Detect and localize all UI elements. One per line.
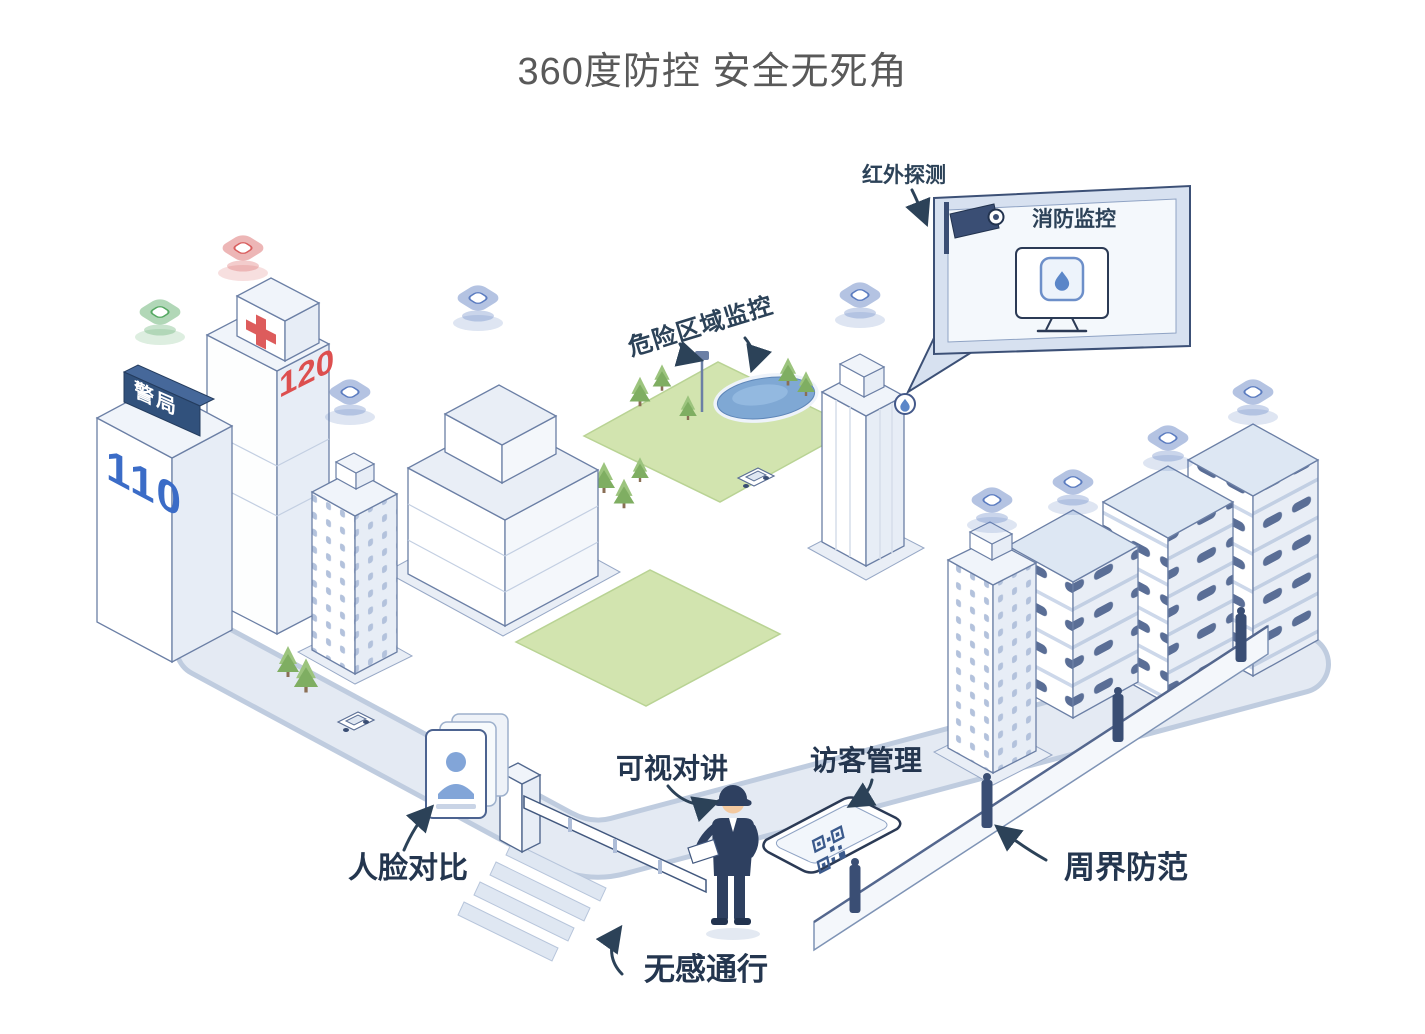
- sensor-marker-icon: [1141, 422, 1195, 473]
- sensor-marker-icon: [216, 232, 270, 283]
- portrait-icon: [436, 752, 476, 809]
- perimeter-fence: [813, 607, 1269, 952]
- guard-hat: [714, 785, 752, 806]
- label-video-intercom: 可视对讲: [616, 753, 728, 784]
- pond: [713, 373, 819, 423]
- security-guard: [687, 785, 760, 940]
- page-title: 360度防控 安全无死角: [517, 51, 908, 93]
- gate-barrier: [498, 762, 707, 894]
- face-id-card: [425, 713, 509, 819]
- tree-icon: [613, 478, 635, 509]
- residential-tower-left: [296, 452, 414, 685]
- water-drop-icon: [1054, 271, 1070, 291]
- office-block: [384, 384, 622, 637]
- park: [582, 351, 856, 503]
- fence-post: [981, 773, 993, 828]
- tree-icon: [652, 364, 672, 391]
- arrow: [743, 336, 772, 374]
- police-station-building: 警局 110: [95, 364, 234, 664]
- sensor-marker-icon: [833, 279, 887, 330]
- fence-post: [1112, 687, 1124, 742]
- sensor-marker-icon: [133, 296, 187, 347]
- sensor-marker-icon: [965, 484, 1019, 535]
- red-cross-icon: [246, 314, 276, 350]
- label-visitor-mgmt: 访客管理: [810, 744, 922, 776]
- arrow: [846, 778, 877, 808]
- car: [736, 467, 776, 488]
- arrow: [674, 340, 705, 367]
- sensor-marker-icon: [451, 282, 505, 333]
- car: [336, 711, 376, 732]
- sensor-marker-icon: [323, 376, 377, 427]
- fire-monitor-screen: [1015, 247, 1109, 333]
- sensor-marker-icon: [1046, 466, 1100, 517]
- crosswalk: [457, 841, 607, 962]
- monitoring-tower: [806, 353, 926, 581]
- sensor-marker-icon: [1226, 376, 1280, 427]
- qr-code-icon: [811, 825, 847, 875]
- label-face-compare: 人脸对比: [348, 851, 468, 885]
- cctv-camera-icon: [944, 202, 1005, 254]
- police-sign: [123, 371, 201, 437]
- residential-tower-right: [932, 521, 1054, 786]
- label-infrared: 红外探测: [862, 163, 946, 187]
- lawn: [514, 569, 782, 707]
- label-seamless-pass: 无感通行: [644, 952, 768, 987]
- monitor-callout: 消防监控: [905, 184, 1191, 395]
- fire-sensor-badge: [894, 393, 916, 415]
- arrow: [994, 824, 1048, 862]
- water-drop-icon: [900, 398, 910, 412]
- arrow: [402, 804, 435, 852]
- arrow: [905, 188, 931, 227]
- fence-post: [849, 858, 861, 913]
- fence-post: [1235, 607, 1247, 662]
- visitor-tablet: [762, 796, 902, 875]
- arrow: [666, 784, 721, 822]
- label-fire-monitor: 消防监控: [1032, 207, 1116, 231]
- label-perimeter: 周界防范: [1064, 850, 1188, 885]
- arrow: [595, 924, 624, 976]
